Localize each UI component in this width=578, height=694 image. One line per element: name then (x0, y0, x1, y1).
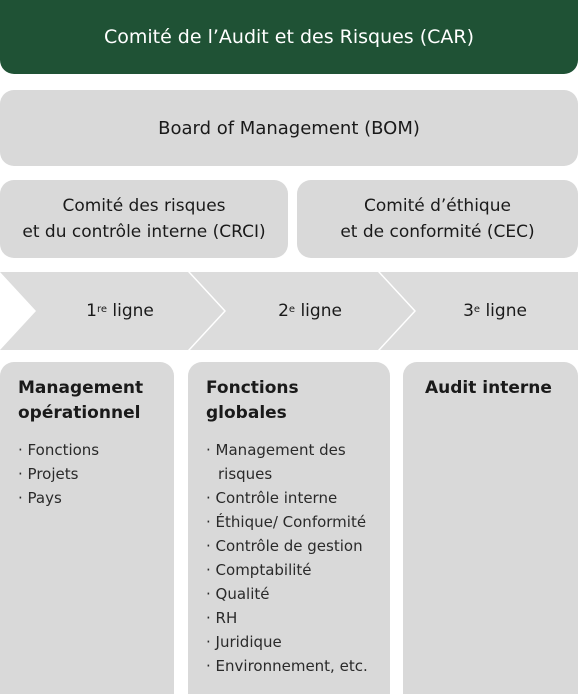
list-item: Juridique (206, 630, 380, 654)
first-line-number: 1 (86, 301, 97, 321)
column-title: Fonctions globales (206, 378, 299, 423)
list-item: RH (206, 606, 380, 630)
crci-label-line2: et du contrôle interne (CRCI) (22, 222, 266, 242)
third-line-ordinal: e (473, 303, 481, 315)
list-item: Environnement, etc. (206, 654, 380, 678)
list-item: Contrôle de gestion (206, 534, 380, 558)
third-line-word: ligne (480, 301, 527, 321)
first-line-ordinal: re (96, 303, 107, 315)
column-management-operationnel: Management opérationnel Fonctions Projet… (0, 362, 174, 694)
second-line-word: ligne (295, 301, 342, 321)
list-item: Pays (18, 486, 164, 510)
first-line-word: ligne (107, 301, 154, 321)
column-fonctions-globales: Fonctions globales Management des risque… (188, 362, 390, 694)
board-of-management-box: Board of Management (BOM) (0, 90, 578, 166)
cec-committee-box: Comité d’éthique et de conformité (CEC) (297, 180, 578, 258)
list-item: Qualité (206, 582, 380, 606)
chevron-line-2 (190, 272, 414, 350)
crci-committee-box: Comité des risques et du contrôle intern… (0, 180, 288, 258)
car-committee-box: Comité de l’Audit et des Risques (CAR) (0, 0, 578, 74)
list-item: Éthique/ Conformité (206, 510, 380, 534)
third-line-number: 3 (463, 301, 474, 321)
cec-label-line2: et de conformité (CEC) (340, 222, 535, 242)
column-items: Management des risques Contrôle interne … (206, 438, 380, 678)
list-item: Comptabilité (206, 558, 380, 582)
cec-label-line1: Comité d’éthique (364, 196, 511, 216)
chevron-line-3 (380, 272, 578, 350)
column-title: Audit interne (425, 378, 552, 398)
column-title: Management opérationnel (18, 378, 144, 423)
list-item: Management des risques (206, 438, 380, 486)
list-item: Projets (18, 462, 164, 486)
list-item: Contrôle interne (206, 486, 380, 510)
second-line-ordinal: e (288, 303, 296, 315)
board-label: Board of Management (BOM) (158, 117, 420, 139)
column-audit-interne: Audit interne (403, 362, 578, 694)
second-line-number: 2 (278, 301, 289, 321)
car-committee-label: Comité de l’Audit et des Risques (CAR) (103, 26, 475, 48)
crci-label-line1: Comité des risques (62, 196, 226, 216)
lines-of-defense-chevrons (0, 272, 578, 350)
chevron-line-1 (0, 272, 224, 350)
list-item: Fonctions (18, 438, 164, 462)
column-items: Fonctions Projets Pays (18, 438, 164, 510)
